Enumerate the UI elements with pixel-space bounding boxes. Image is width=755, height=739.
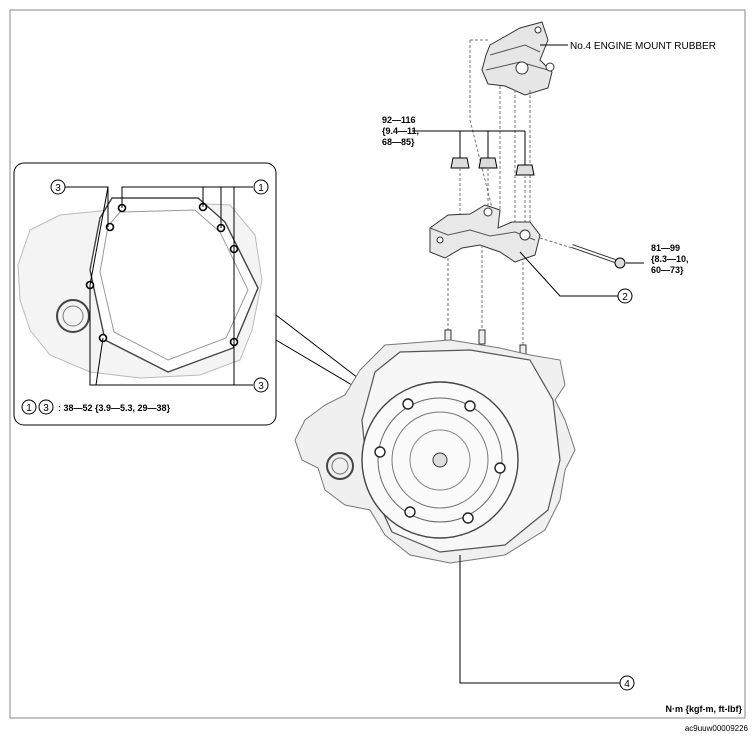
svg-text:4: 4 [624,679,630,690]
figure-code: ac9uuw00009226 [685,724,749,733]
mount-bracket [429,204,541,263]
callout-3-bottom: 3 [253,377,269,393]
svg-text:92—116: 92—116 [382,115,416,125]
callout-2-leader [519,251,618,297]
callout-4: 4 [619,675,635,691]
inset-bellhousing [89,197,259,373]
mount-rubber-label: No.4 ENGINE MOUNT RUBBER [570,41,716,52]
svg-text:{8.3—10,: {8.3—10, [651,254,689,264]
units-label: N·m {kgf-m, ft-lbf} [666,704,743,714]
converter-bolt [402,398,414,410]
nut [450,157,470,169]
callout-2: 2 [617,288,633,304]
torque-label-top: 92—116 {9.4—11, 68—85} [382,115,419,147]
converter-bolt [404,506,416,518]
transaxle-seal-ring [326,452,354,480]
svg-text:81—99: 81—99 [651,243,680,253]
svg-text:3: 3 [43,403,49,414]
converter-bolts [374,398,506,524]
svg-text:2: 2 [622,292,628,303]
svg-text:3: 3 [55,183,61,194]
svg-text:{9.4—11,: {9.4—11, [382,126,419,136]
nut [515,164,535,176]
torque-label-bolt: 81—99 {8.3—10, 60—73} [651,243,689,275]
inset-torque-legend: 1 3 : 38—52 {3.9—5.3, 29—38} [21,399,171,415]
inset-connector [275,314,359,386]
nut [478,157,498,169]
svg-text:68—85}: 68—85} [382,137,415,147]
svg-text:60—73}: 60—73} [651,265,684,275]
converter-bolt [462,512,474,524]
converter-bolt [374,446,386,458]
stud [478,329,486,345]
transaxle [294,339,576,564]
bracket-dashed-guides [447,245,524,345]
callout-3-top: 3 [50,179,66,195]
converter-bolt [464,400,476,412]
through-bolt [539,237,626,269]
converter-bolt [494,462,506,474]
svg-text:3: 3 [258,381,264,392]
callout-4-leader [459,555,620,684]
mount-nuts [450,157,535,176]
inset-leaders [65,186,253,386]
figure-frame [9,9,746,719]
inset-panel: 3 1 3 1 3 : 38—52 {3.9—5.3, 29—38} [13,162,277,426]
inset-seal-ring [56,299,90,333]
svg-text:1: 1 [258,183,264,194]
svg-text:1: 1 [26,403,32,414]
torque-top-leaders [412,130,526,165]
mount-dashed-guides [469,39,531,228]
engine-mount-rubber [481,21,555,96]
callout-1-top: 1 [253,179,269,195]
inset-torque-value: : 38—52 {3.9—5.3, 29—38} [58,403,171,413]
